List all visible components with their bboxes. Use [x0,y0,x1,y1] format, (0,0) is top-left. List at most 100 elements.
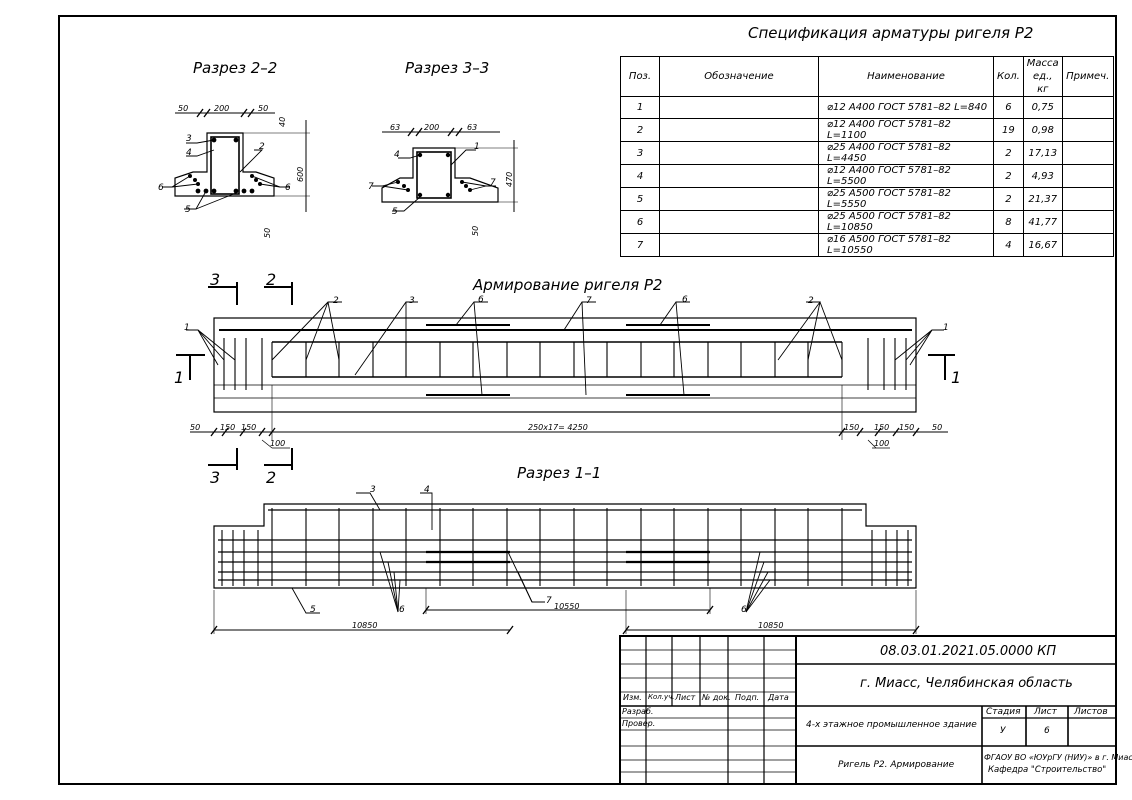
row-name: ⌀25 А400 ГОСТ 5781–82 L=4450 [818,141,994,165]
svg-text:63: 63 [390,123,400,132]
svg-text:6: 6 [399,605,405,615]
svg-text:50: 50 [178,104,188,113]
svg-text:2: 2 [333,296,339,306]
col-designation: Обозначение [659,56,819,97]
svg-text:63: 63 [467,123,477,132]
svg-text:6: 6 [285,183,291,193]
spec-header-row: Поз. Обозначение Наименование Кол. Масса… [620,56,1114,97]
svg-text:10850: 10850 [352,621,377,630]
row-designation [659,210,819,234]
svg-text:5: 5 [185,205,191,215]
row-name: ⌀12 А400 ГОСТ 5781–82 L=840 [818,96,994,119]
row-name: ⌀12 А400 ГОСТ 5781–82 L=5500 [818,164,994,188]
col-pos: Поз. [620,56,660,97]
svg-text:150: 150 [874,423,889,432]
svg-text:150: 150 [844,423,859,432]
sheet-value: 6 [1044,726,1050,736]
svg-text:3: 3 [210,270,220,289]
row-mass: 4,93 [1022,164,1063,188]
svg-text:40: 40 [278,117,287,127]
row-name: ⌀25 А500 ГОСТ 5781–82 L=10850 [818,210,994,234]
row-name: ⌀12 А400 ГОСТ 5781–82 L=1100 [818,118,994,142]
svg-text:50: 50 [190,423,200,432]
svg-text:3: 3 [370,485,376,495]
row-designation [659,187,819,211]
col-mass: Масса ед., кг [1022,56,1063,97]
svg-text:6: 6 [682,295,688,305]
row-note [1061,187,1114,211]
svg-text:5: 5 [392,207,398,217]
row-mass: 0,75 [1022,96,1063,119]
svg-text:50: 50 [263,228,272,238]
row-note [1061,210,1114,234]
row-pos: 2 [620,118,660,142]
col-note: Примеч. [1061,56,1114,97]
title-block-grid [619,635,1117,785]
sheets-label: Листов [1074,707,1108,717]
building-name: 4-х этажное промышленное здание [806,720,977,730]
svg-text:1: 1 [174,368,184,387]
org-line-1: ФГАОУ ВО «ЮУрГУ (НИУ)» в г. Миасс [984,753,1132,762]
row-designation [659,164,819,188]
section-2-2-title: Разрез 2–2 [193,59,277,77]
section-1-1-title: Разрез 1–1 [517,464,601,482]
svg-text:2: 2 [259,142,265,152]
svg-text:1: 1 [184,323,190,333]
beam-elevation: Армирование ригеля Р2 [174,270,961,487]
row-mass: 21,37 [1022,187,1063,211]
row-designation [659,141,819,165]
section-3-3: Разрез 3–3 63 200 63 470 50 4 1 7 [368,59,518,236]
svg-text:6: 6 [741,605,747,615]
org-line-2: Кафедра "Строительство" [988,765,1107,775]
section-1-1: Разрез 1–1 [210,464,920,635]
row-note [1061,233,1114,257]
svg-text:2: 2 [266,270,276,289]
document-code: 08.03.01.2021.05.0000 КП [880,644,1057,659]
row-qty: 6 [993,96,1024,119]
svg-text:3: 3 [186,134,192,144]
row-qty: 2 [993,187,1024,211]
svg-text:250х17= 4250: 250х17= 4250 [528,423,588,432]
stage-label: Стадия [986,707,1021,717]
svg-text:150: 150 [899,423,914,432]
col-name: Наименование [818,56,994,97]
svg-text:600: 600 [296,167,305,182]
spec-title: Спецификация арматуры ригеля Р2 [748,24,1034,42]
svg-text:3: 3 [210,468,220,487]
row-note [1061,118,1114,142]
svg-text:4: 4 [424,485,430,495]
col-qty: Кол. [993,56,1024,97]
row-note [1061,141,1114,165]
row-note [1061,164,1114,188]
svg-text:7: 7 [490,178,496,188]
svg-text:2: 2 [266,468,276,487]
row-qty: 8 [993,210,1024,234]
sheet-frame [58,15,1117,785]
row-qty: 2 [993,164,1024,188]
svg-text:6: 6 [478,295,484,305]
svg-text:10550: 10550 [554,602,579,611]
row-pos: 4 [620,164,660,188]
elevation-title: Армирование ригеля Р2 [472,276,662,294]
svg-text:200: 200 [214,104,229,113]
drawing-title: Ригель Р2. Армирование [838,760,955,770]
row-mass: 16,67 [1022,233,1063,257]
row-pos: 6 [620,210,660,234]
location: г. Миасс, Челябинская область [860,676,1073,691]
row-mass: 41,77 [1022,210,1063,234]
svg-text:200: 200 [424,123,439,132]
row-designation [659,96,819,119]
row-name: ⌀25 А500 ГОСТ 5781–82 L=5550 [818,187,994,211]
svg-text:7: 7 [546,596,552,606]
row-name: ⌀16 А500 ГОСТ 5781–82 L=10550 [818,233,994,257]
row-designation [659,118,819,142]
